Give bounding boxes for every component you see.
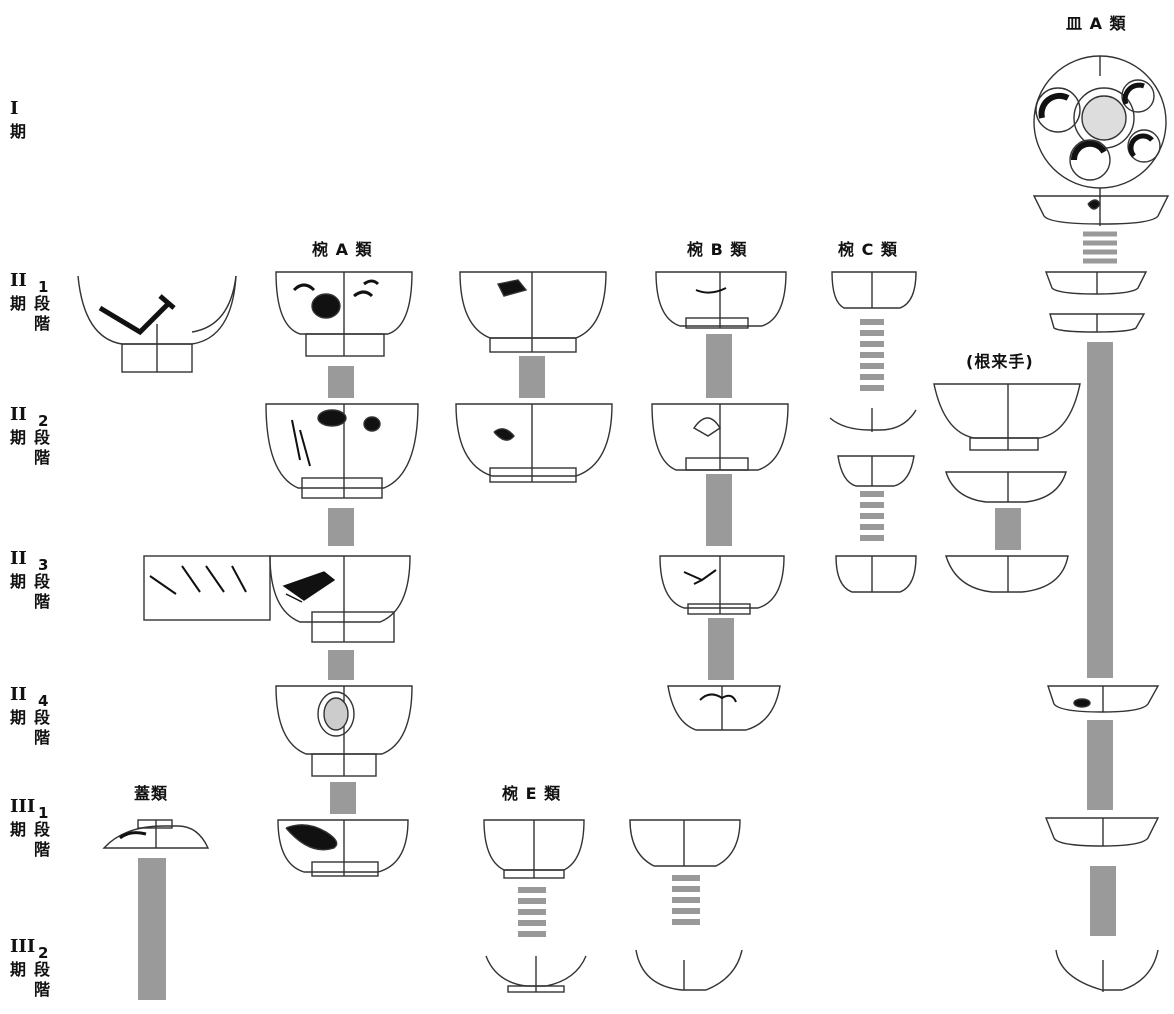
wan-e-period-3-2-bowl-fragment-b [636,950,742,990]
wan-a-left-bowl-fragment [78,276,236,372]
wan-b-period-2-1-bowl [656,272,786,328]
sara-a-period-2-1-dishes [1046,272,1146,332]
wan-a-period-2-2-bowl-b [456,404,612,482]
wan-e-period-3-1-bowl [484,820,584,878]
sara-a-continuity-bar-2 [1087,720,1113,810]
wan-b-period-2-2-bowl [652,404,788,470]
futa-period-3-1-lid [104,820,208,848]
wan-a-period-2-4-bowl [276,686,412,776]
wan-a-continuity-bar-2 [328,508,354,546]
wan-b-period-2-4-bowl [668,686,780,730]
wan-b-period-2-3-bowl [660,556,784,614]
wan-e-period-3-2-bowl-fragment [486,956,586,992]
negoro-period-2-2-dish [946,472,1066,502]
sara-a-period-3-1-dish [1046,818,1158,846]
wan-c-dashed-connector-1 [860,322,884,388]
wan-c-period-2-3-bowl [836,556,916,592]
futa-continuity-bar [138,858,166,1000]
wan-a-period-2-1-bowl [276,272,412,356]
negoro-period-2-2-bowl [934,384,1080,450]
wan-b-continuity-bar-1 [706,334,732,398]
wan-e-dashed-connector-2 [672,878,700,922]
wan-c-period-2-2-bowl [838,456,914,486]
wan-a-continuity-bar-4 [330,782,356,814]
wan-c-dashed-connector-2 [860,494,884,538]
wan-c-period-2-1-bowl [832,272,916,308]
sara-a-period-2-4-dish [1048,686,1158,712]
wan-b-continuity-bar-3 [708,618,734,680]
sara-a-continuity-bar-3 [1090,866,1116,936]
wan-a-period-3-1-bowl [278,820,408,876]
sara-a-dashed-connector [1083,234,1117,261]
wan-b-continuity-bar-2 [706,474,732,546]
wan-a-b-continuity-bar-1 [519,356,545,398]
wan-a-period-2-2-bowl [266,404,418,498]
wan-c-period-2-2-bowl-fragment [830,408,916,432]
wan-e-period-3-1-bowl-b [630,820,740,866]
sara-a-plan-view [1034,56,1166,198]
wan-a-period-2-1-bowl-b [460,272,606,352]
negoro-period-2-3-bowl [946,556,1068,592]
negoro-continuity-bar [995,508,1021,550]
sara-a-period-3-2-dish [1056,950,1158,992]
wan-a-continuity-bar-1 [328,366,354,398]
sara-a-period-1-dish [1034,196,1168,226]
sara-a-continuity-bar [1087,342,1113,678]
wan-e-dashed-connector-1 [518,890,546,934]
wan-a-period-2-3-bowl-with-rollout [144,556,410,642]
wan-a-continuity-bar-3 [328,650,354,680]
